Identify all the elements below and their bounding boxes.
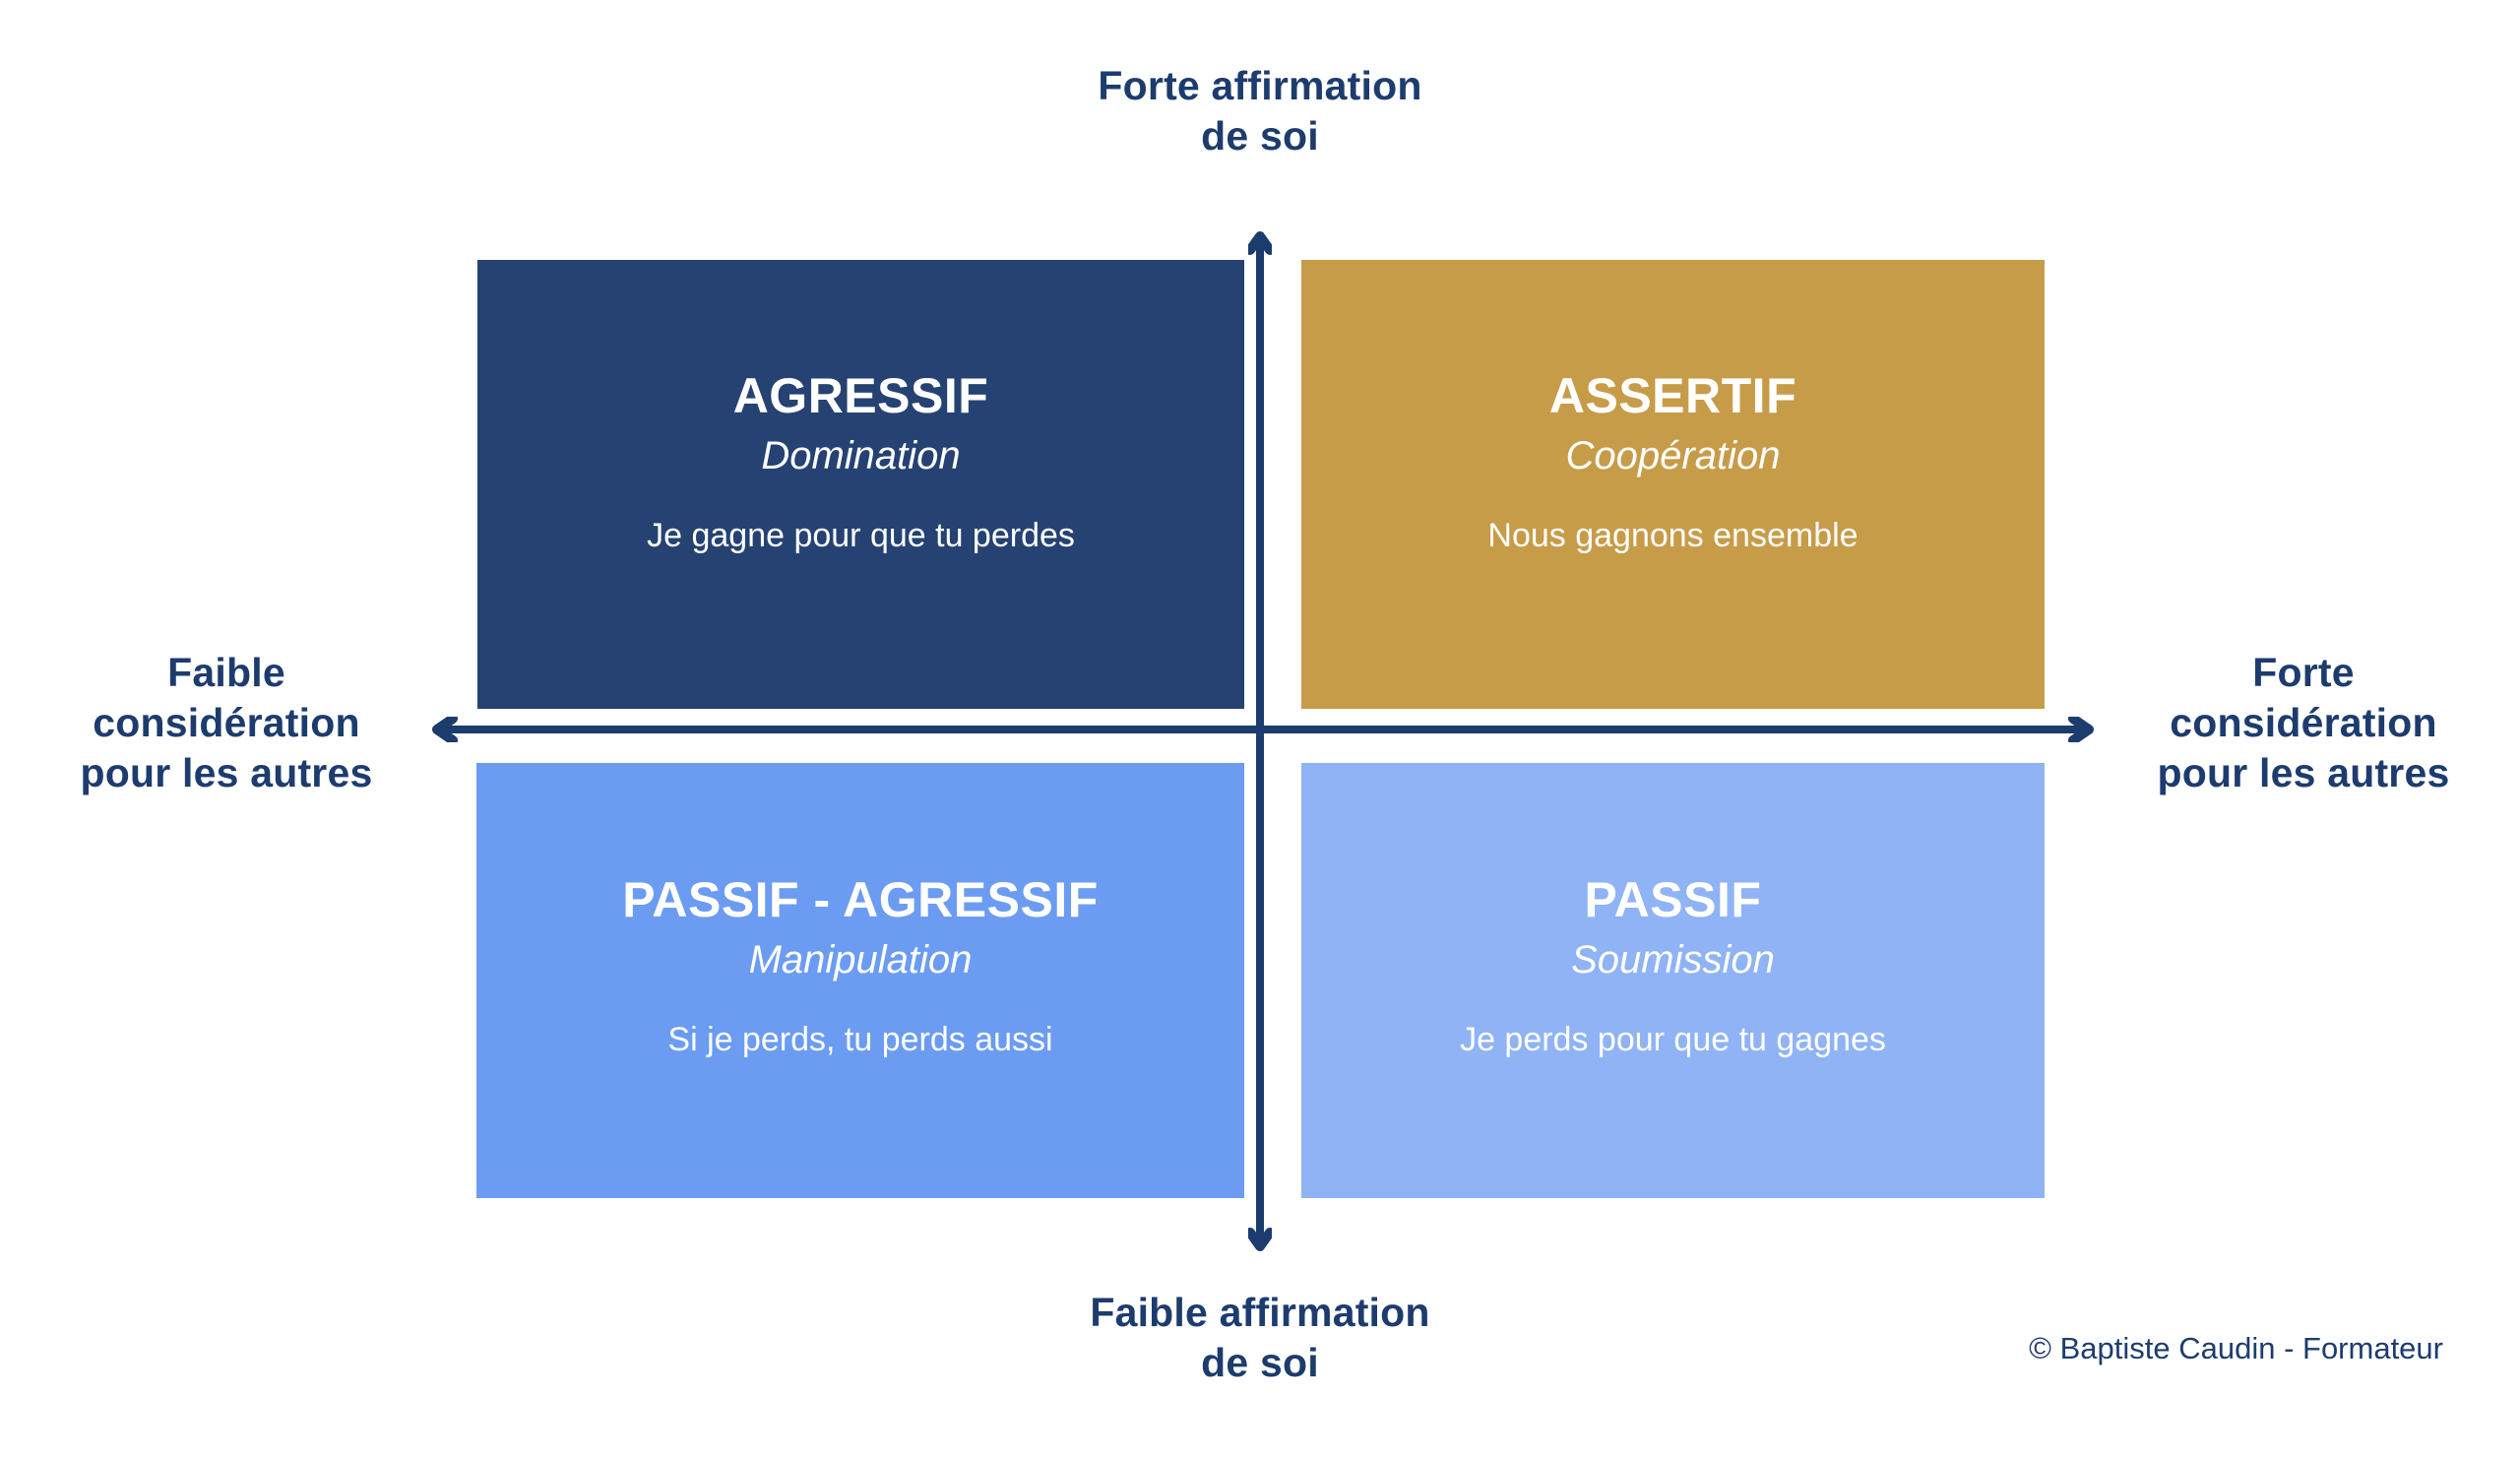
axis-label-right: Forte considération pour les autres (2097, 648, 2510, 797)
quadrant-passif-agressif-motto: Si je perds, tu perds aussi (667, 1020, 1053, 1058)
quadrant-passif-subtitle: Soumission (1571, 937, 1775, 982)
arrow-left-icon (432, 717, 458, 742)
quadrant-passif-agressif-subtitle: Manipulation (748, 937, 973, 982)
axis-label-right-line3: pour les autres (2157, 749, 2450, 795)
quadrant-aggressif-title: AGRESSIF (732, 368, 989, 423)
axis-label-top-line2: de soi (1201, 112, 1319, 158)
quadrant-assertif-subtitle: Coopération (1565, 433, 1781, 477)
vertical-axis (1248, 231, 1272, 1251)
quadrant-passif-agressif: PASSIF - AGRESSIF Manipulation Si je per… (476, 763, 1244, 1198)
arrow-up-icon (1248, 231, 1272, 255)
quadrant-aggressif-subtitle: Domination (761, 433, 961, 477)
axis-label-right-line2: considération (2170, 699, 2437, 745)
axis-label-bottom-line2: de soi (1201, 1339, 1319, 1385)
quadrant-passif-agressif-title: PASSIF - AGRESSIF (622, 872, 1099, 927)
axis-label-top-line1: Forte affirmation (1098, 63, 1422, 108)
quadrant-aggressif-motto: Je gagne pour que tu perdes (647, 516, 1075, 554)
axis-label-top: Forte affirmation de soi (1024, 61, 1496, 161)
arrow-down-icon (1248, 1228, 1272, 1251)
quadrant-assertif: ASSERTIF Coopération Nous gagnons ensemb… (1301, 260, 2045, 709)
quadrant-assertif-title: ASSERTIF (1548, 368, 1797, 423)
axis-label-left-line2: considération (93, 699, 360, 745)
quadrant-aggressif: AGRESSIF Domination Je gagne pour que tu… (477, 260, 1244, 709)
quadrant-passif-title: PASSIF (1584, 872, 1762, 927)
quadrant-assertif-motto: Nous gagnons ensemble (1487, 516, 1858, 554)
axis-label-left-line3: pour les autres (80, 749, 373, 795)
credit-text: © Baptiste Caudin - Formateur (2029, 1331, 2443, 1365)
axis-label-left-line1: Faible (167, 650, 285, 695)
axis-label-bottom: Faible affirmation de soi (1024, 1288, 1496, 1388)
quadrant-passif-motto: Je perds pour que tu gagnes (1460, 1020, 1886, 1058)
horizontal-axis (432, 717, 2094, 742)
quadrant-passif: PASSIF Soumission Je perds pour que tu g… (1301, 763, 2045, 1198)
axis-label-right-line1: Forte (2252, 650, 2355, 695)
axis-label-left: Faible considération pour les autres (20, 648, 433, 797)
axis-label-bottom-line1: Faible affirmation (1090, 1290, 1430, 1335)
arrow-right-icon (2068, 717, 2094, 742)
